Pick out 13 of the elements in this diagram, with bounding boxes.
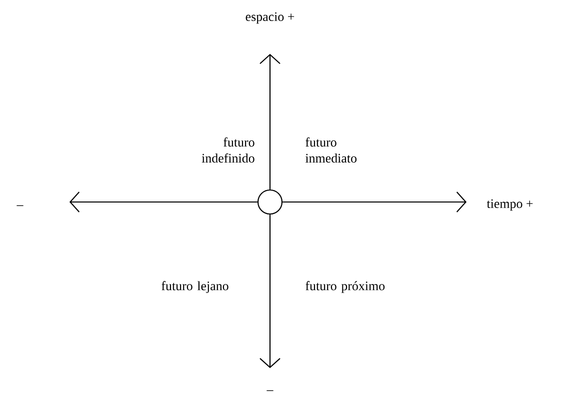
arrow: [260, 214, 280, 368]
quadrant-label: futuro indefinido: [202, 137, 254, 163]
arrow: [69, 192, 258, 212]
origin-circle: [257, 189, 283, 215]
arrow: [282, 192, 467, 212]
axis-label: espacio +: [246, 12, 294, 24]
quadrant-label: futuro lejano: [162, 281, 228, 293]
quadrant-label: futuro próximo: [306, 281, 385, 293]
quadrant-label: futuro inmediato: [305, 137, 357, 163]
axis-label: –: [16, 205, 24, 206]
arrow: [260, 54, 280, 190]
axis-label: tiempo +: [486, 199, 533, 211]
axis-label: –: [266, 390, 274, 391]
